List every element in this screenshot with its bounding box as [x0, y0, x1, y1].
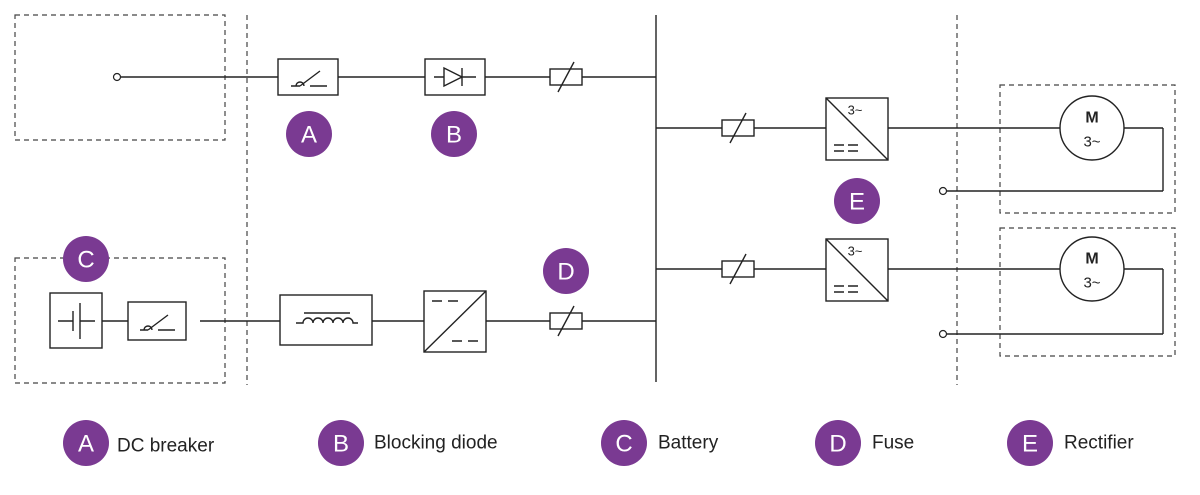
- fuse-load-1: [721, 112, 755, 144]
- rectifier-2: 3~: [825, 238, 889, 302]
- legend-key: C: [615, 431, 632, 458]
- dc-breaker-battery: [127, 301, 187, 341]
- svg-text:C: C: [77, 247, 94, 274]
- svg-text:B: B: [446, 122, 462, 149]
- legend-key: D: [829, 431, 846, 458]
- legend-item-e: E Rectifier: [1007, 420, 1134, 466]
- legend-key: E: [1022, 431, 1038, 458]
- motor-1: M 3~: [1059, 95, 1125, 161]
- motor-letter: M: [1085, 251, 1098, 268]
- motor-enclosure-bottom: [999, 227, 1176, 357]
- svg-text:A: A: [301, 122, 317, 149]
- svg-text:E: E: [849, 189, 865, 216]
- legend-label: Battery: [658, 433, 719, 454]
- top-feed: [112, 58, 656, 96]
- inductor: [279, 294, 373, 346]
- legend-label: Blocking diode: [374, 433, 498, 454]
- marker-d: D: [543, 248, 589, 294]
- motor-enclosure-top: [999, 84, 1176, 214]
- dc-breaker-top: [277, 58, 339, 96]
- motor-letter: M: [1085, 110, 1098, 127]
- svg-text:D: D: [557, 259, 574, 286]
- dc-dc-converter: [423, 290, 487, 353]
- rectifier-phase-label: 3~: [848, 103, 863, 118]
- legend-label: DC breaker: [117, 436, 215, 457]
- terminal-icon: [938, 186, 948, 196]
- fuse-load-2: [721, 253, 755, 285]
- marker-c: C: [63, 236, 109, 282]
- load-branch-1: 3~ M 3~: [656, 95, 1164, 196]
- marker-a: A: [286, 111, 332, 157]
- fuse-top: [549, 61, 583, 93]
- terminal-icon: [938, 329, 948, 339]
- legend-item-c: C Battery: [601, 420, 719, 466]
- rectifier-phase-label: 3~: [848, 244, 863, 259]
- fuse-battery: [549, 305, 583, 337]
- battery-feed: [49, 290, 656, 353]
- legend-item-b: B Blocking diode: [318, 420, 498, 466]
- legend-label: Fuse: [872, 433, 914, 454]
- legend: A DC breaker B Blocking diode C Battery …: [63, 420, 1134, 466]
- marker-b: B: [431, 111, 477, 157]
- marker-e: E: [834, 178, 880, 224]
- load-branch-2: 3~ M 3~: [656, 236, 1164, 339]
- legend-item-a: A DC breaker: [63, 420, 215, 466]
- rectifier-1: 3~: [825, 97, 889, 161]
- legend-label: Rectifier: [1064, 433, 1134, 454]
- motor-2: M 3~: [1059, 236, 1125, 302]
- blocking-diode: [424, 58, 486, 96]
- battery-symbol: [49, 292, 103, 349]
- terminal-icon: [112, 72, 122, 82]
- motor-phase: 3~: [1083, 275, 1100, 292]
- motor-phase: 3~: [1083, 134, 1100, 151]
- legend-key: A: [78, 431, 94, 458]
- legend-item-d: D Fuse: [815, 420, 914, 466]
- legend-key: B: [333, 431, 349, 458]
